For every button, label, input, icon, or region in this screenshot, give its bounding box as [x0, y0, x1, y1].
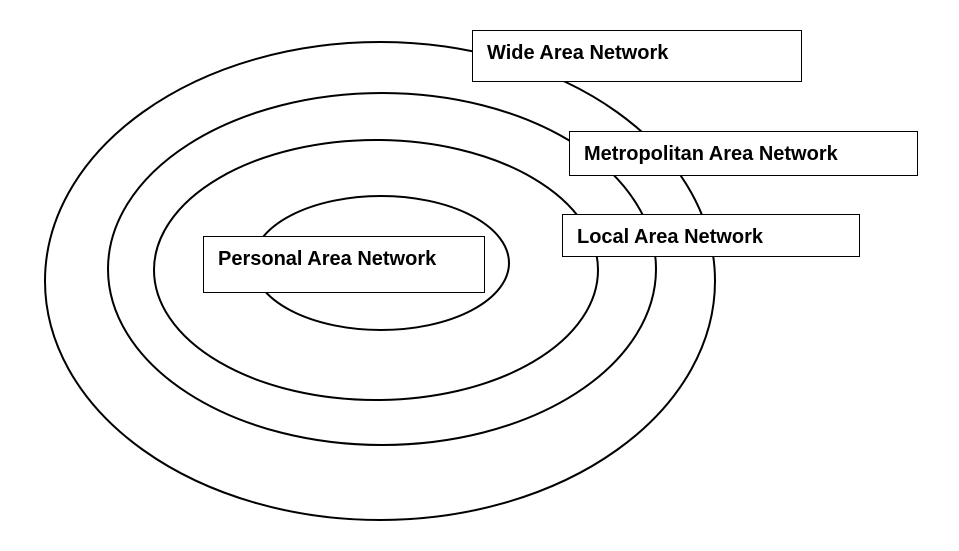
wan-ring: [44, 41, 716, 521]
local-area-network-label: Local Area Network: [562, 214, 860, 257]
wide-area-network-label: Wide Area Network: [472, 30, 802, 82]
personal-area-network-label: Personal Area Network: [203, 236, 485, 293]
lan-ring: [153, 139, 599, 401]
metropolitan-area-network-label: Metropolitan Area Network: [569, 131, 918, 176]
man-ring: [107, 92, 657, 446]
